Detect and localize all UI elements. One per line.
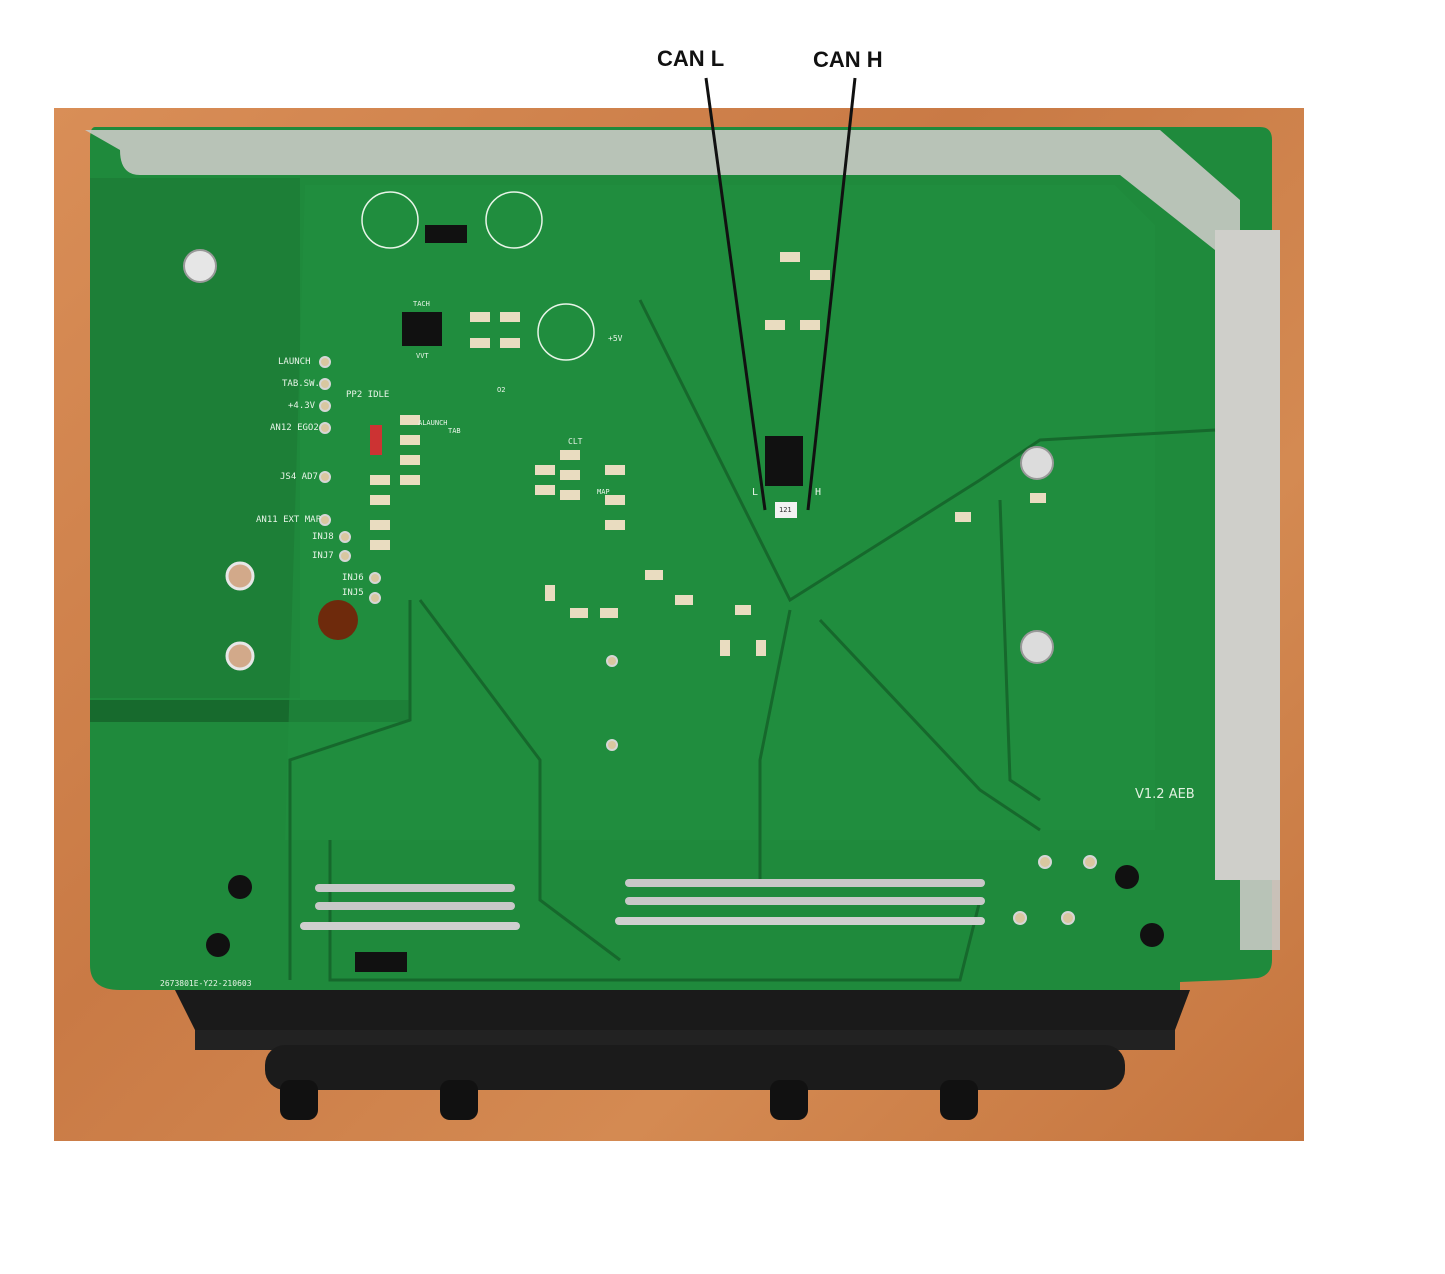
silk-inj5: INJ5: [342, 588, 364, 598]
callout-lines: [704, 77, 857, 511]
silk-4v3: +4.3V: [288, 401, 316, 411]
silk-clt: CLT: [568, 437, 583, 446]
heatsink-right: [1215, 230, 1280, 880]
silk-inj8: INJ8: [312, 532, 334, 542]
silk-pp2: PP2 IDLE: [346, 390, 390, 400]
board-serial: 2673801E-Y22-210603: [160, 979, 252, 988]
silk-h: H: [815, 487, 822, 498]
standoffs: [206, 865, 1164, 957]
silk-an11: AN11 EXT MAP: [256, 515, 322, 525]
can-h-label: CAN H: [813, 47, 883, 72]
silk-ic-code: 121: [779, 506, 792, 514]
silk-alaunch: ALAUNCH: [418, 419, 448, 427]
can-transceiver-chip: [765, 436, 803, 486]
silk-o2: O2: [497, 386, 506, 394]
connector-pegs: [280, 1080, 978, 1120]
silk-inj7: INJ7: [312, 551, 334, 561]
board-version: V1.2 AEB: [1135, 787, 1195, 802]
connector-body: [265, 1045, 1125, 1090]
silk-tab-sw: TAB.SW.: [282, 379, 320, 389]
silk-an12: AN12 EGO2: [270, 423, 319, 433]
silk-launch: LAUNCH: [278, 357, 311, 367]
silk-js4: JS4 AD7: [280, 472, 318, 482]
silk-inj6: INJ6: [342, 573, 364, 583]
pcb-traces: [288, 299, 1216, 982]
silk-5v: +5V: [608, 334, 623, 343]
connector-top: [175, 990, 1190, 1030]
silk-tach: TACH: [413, 300, 430, 308]
mounting-holes: [225, 561, 358, 671]
silk-l: L: [752, 487, 759, 498]
silk-tab: TAB: [448, 427, 461, 435]
silk-map: MAP: [597, 488, 610, 496]
smd-components: [355, 225, 803, 972]
silk-vvt: VVT: [416, 352, 429, 360]
can-l-label: CAN L: [657, 46, 725, 71]
screws: [183, 249, 1054, 664]
pin-rows: [300, 879, 985, 930]
